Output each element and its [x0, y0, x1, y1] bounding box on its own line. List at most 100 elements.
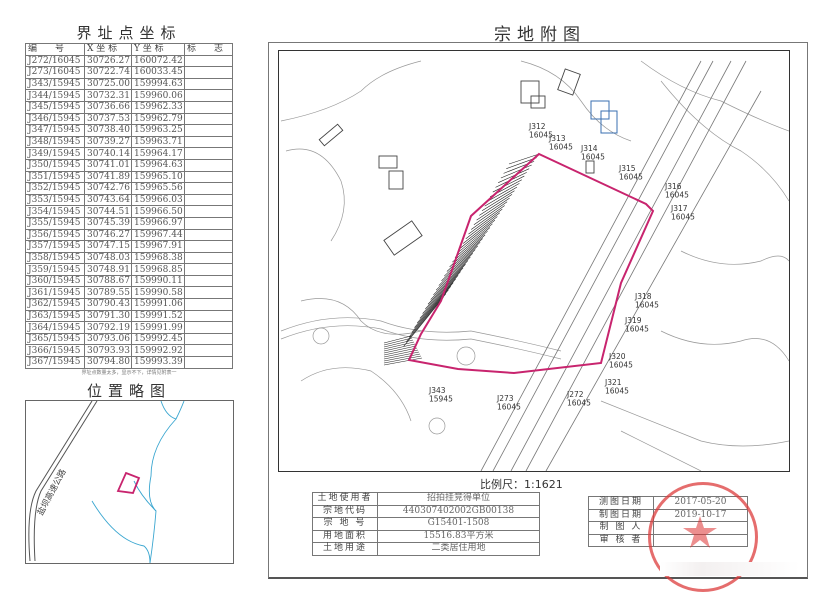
mark [184, 251, 233, 265]
info-value [653, 521, 748, 535]
parcel-boundary[interactable] [407, 152, 655, 375]
mark [184, 321, 233, 334]
y-coord: 160072.42 [131, 54, 185, 68]
leader-line [500, 164, 532, 179]
point-label: J343 [428, 386, 446, 395]
y-coord: 159964.17 [131, 147, 185, 160]
mark [184, 263, 233, 276]
x-coord: 30743.64 [84, 193, 132, 207]
y-coord: 159966.03 [131, 193, 185, 207]
leader-line [462, 216, 498, 244]
point-label: 16045 [635, 301, 659, 310]
location-map: 盐坝高速公路 [25, 400, 234, 564]
point-id: J358/15945 [25, 251, 85, 265]
info-label: 制图日期 [588, 508, 654, 522]
table-note: 界址点数量太多，显示不下，详情见附表一 [81, 370, 177, 376]
point-label: J315 [618, 164, 636, 173]
leader-line [383, 339, 414, 348]
y-coord: 159967.91 [131, 240, 185, 253]
x-coord: 30739.27 [84, 135, 132, 149]
info-label: 审 核 者 [588, 533, 654, 547]
parcel-location [116, 471, 141, 494]
leader-line [441, 245, 478, 282]
point-id: J356/15945 [25, 228, 85, 242]
point-id: J348/15945 [25, 135, 85, 149]
leader-line [479, 194, 513, 216]
y-coord: 159968.38 [131, 251, 185, 265]
scale-label: 比例尺：1:1621 [480, 478, 563, 491]
point-label: J321 [604, 378, 622, 387]
point-id: J351/15945 [25, 170, 85, 184]
point-id: J273/16045 [25, 66, 85, 79]
leader-line [383, 335, 412, 344]
mark [184, 66, 233, 79]
point-label: J318 [634, 292, 652, 301]
point-label: J319 [624, 316, 642, 325]
leader-line [487, 183, 520, 202]
point-id: J343/15945 [25, 77, 85, 91]
mark [184, 298, 233, 311]
mark [184, 193, 233, 207]
mark [184, 228, 233, 242]
mark [184, 100, 233, 114]
leader-line [457, 223, 493, 254]
point-id: J354/15945 [25, 205, 85, 218]
y-coord: 159965.10 [131, 170, 185, 184]
point-id: J367/15945 [25, 356, 85, 369]
x-coord: 30726.27 [84, 54, 132, 68]
x-coord: 30748.03 [84, 251, 132, 265]
x-coord: 30732.31 [84, 89, 132, 102]
leader-line [411, 286, 452, 333]
y-coord: 159963.25 [131, 124, 185, 137]
leader-line [435, 253, 474, 291]
leader-line [465, 212, 500, 240]
header-id: 编 号 [25, 43, 85, 56]
x-coord: 30725.00 [84, 77, 132, 91]
mark [184, 170, 233, 184]
leader-line [481, 190, 515, 212]
coords-title: 界址点坐标 [76, 24, 182, 42]
mark [184, 240, 233, 253]
y-coord: 159990.58 [131, 286, 185, 300]
leader-line [454, 227, 491, 258]
x-coord: 30747.15 [84, 240, 132, 253]
mark [184, 147, 233, 160]
mark [184, 158, 233, 172]
leader-line [471, 205, 505, 230]
point-id: J365/15945 [25, 332, 85, 346]
point-id: J357/15945 [25, 240, 85, 253]
y-coord: 159966.50 [131, 205, 185, 218]
leader-line [476, 197, 510, 221]
info-value: 2017-05-20 [653, 496, 748, 510]
mark [184, 332, 233, 346]
point-label: 16045 [581, 153, 605, 162]
mark [184, 216, 233, 230]
point-id: J366/15945 [25, 344, 85, 358]
leader-line [414, 282, 454, 328]
info-value: 440307402002GB00138 [377, 504, 540, 518]
y-coord: 159963.71 [131, 135, 185, 149]
point-id: J345/15945 [25, 100, 85, 114]
x-coord: 30788.67 [84, 274, 132, 288]
point-label: J316 [664, 182, 682, 191]
leader-line [383, 355, 422, 364]
leader-line [452, 230, 488, 263]
point-label: 16045 [549, 143, 573, 152]
x-coord: 30748.91 [84, 263, 132, 276]
point-id: J272/16045 [25, 54, 85, 68]
mark [184, 135, 233, 149]
leader-line [383, 343, 416, 352]
